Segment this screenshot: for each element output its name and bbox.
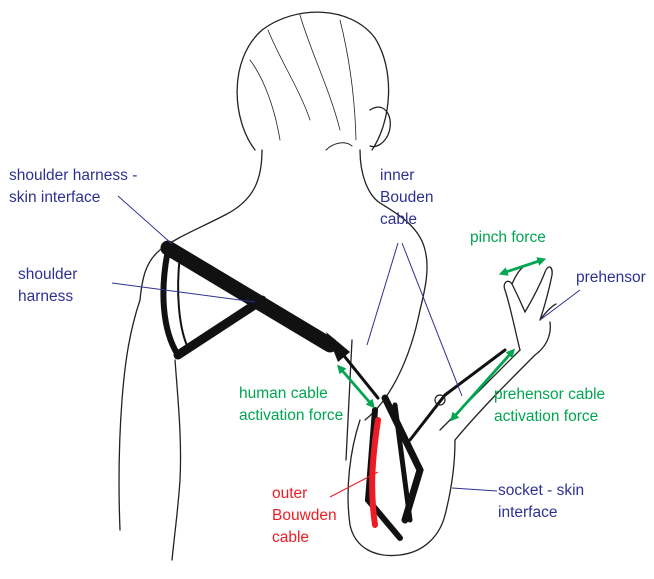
pinch-force-arrow [503,260,542,273]
right-upper-arm-outer [365,310,420,420]
neck [225,150,262,215]
label-pinch-force: pinch force [470,229,546,246]
ear [370,107,390,146]
leader-socket-skin [452,488,497,491]
leader-prehensor [540,290,580,320]
label-human-cable-force: human cable activation force [239,385,343,424]
shoulder-harness [163,248,350,362]
cables [345,350,505,538]
label-inner-cable: inner Bouden cable [380,167,438,228]
leader-harness-skin [118,196,172,244]
inner-cable-run [410,350,505,440]
label-outer-cable: outer Bouwden cable [272,485,341,546]
figure-outline [119,12,556,560]
label-prehensor: prehensor [576,269,646,286]
label-shoulder-harness: shoulder harness [18,266,82,305]
left-arm-stump [119,300,140,530]
label-shoulder-harness-skin: shoulder harness - skin interface [9,167,142,206]
left-torso [172,360,181,560]
hand [504,281,525,350]
leader-inner-cable-b [402,243,462,396]
leader-inner-cable-a [367,243,398,345]
label-prehensor-cable-force: prehensor cable activation force [494,386,609,425]
harness-strap-main [168,248,330,345]
harness-strap-lower [178,300,262,355]
socket-strap-c [395,405,410,520]
harness-loop [163,250,178,355]
label-socket-skin: socket - skin interface [498,482,588,521]
head-hair [237,12,388,150]
